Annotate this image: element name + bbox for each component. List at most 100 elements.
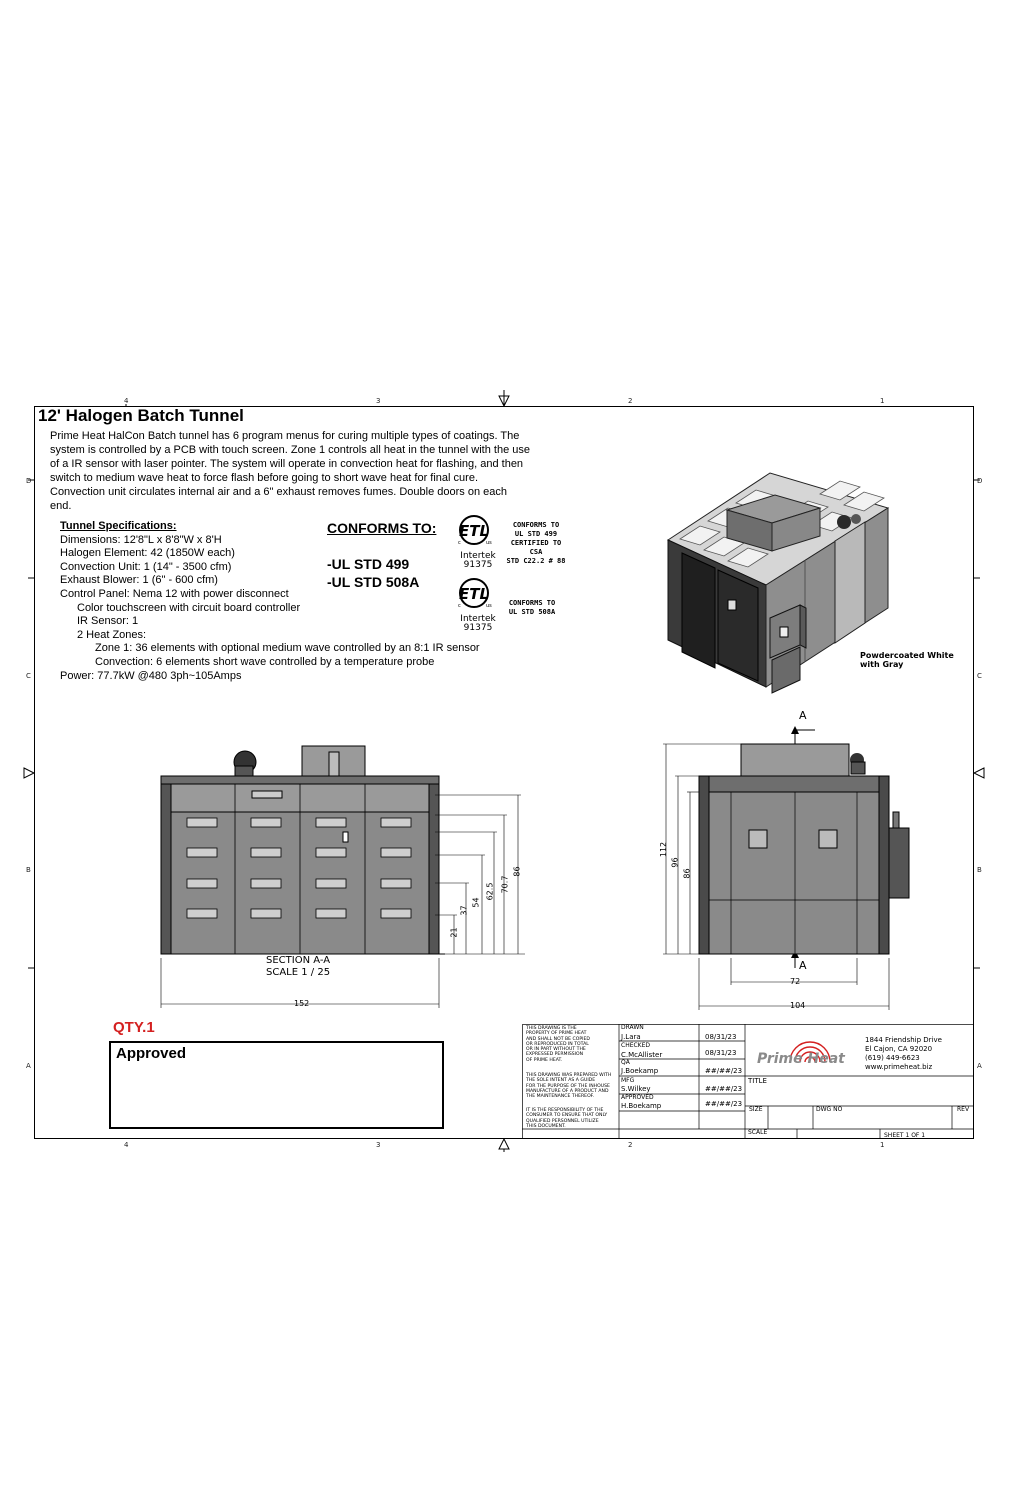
- isometric-tunnel-view: [666, 472, 890, 694]
- company-website: www.primeheat.biz: [865, 1063, 933, 1071]
- etl1-number: 91375: [463, 560, 493, 570]
- zone-col-3-bottom: 3: [376, 1141, 381, 1149]
- notice-line: CONSUMER TO ENSURE THAT ONLY: [526, 1113, 608, 1119]
- zone-col-4: 4: [124, 397, 129, 405]
- zone-col-1-bottom: 1: [880, 1141, 885, 1149]
- etl1-line: CONFORMS TO: [512, 521, 560, 529]
- notice-line: OR REPRODUCED IN TOTAL: [526, 1041, 589, 1047]
- rev-label: REV: [957, 1106, 970, 1113]
- etl2-text: CONFORMS TO UL STD 508A: [502, 599, 562, 617]
- name-approved: H.Boekamp: [621, 1102, 662, 1110]
- specs-heading: Tunnel Specifications:: [60, 520, 177, 532]
- role-approved: APPROVED: [621, 1094, 654, 1101]
- document-title: 12' Halogen Batch Tunnel: [38, 406, 244, 425]
- date-drawn: 08/31/23: [705, 1033, 737, 1041]
- title-block-grid: [522, 1024, 974, 1139]
- dim-72: 72: [790, 977, 801, 986]
- approved-label: Approved: [116, 1045, 187, 1062]
- etl2-number: 91375: [463, 623, 493, 633]
- zone-row-b: B: [26, 866, 31, 874]
- zone-row-c: C: [26, 672, 31, 680]
- zone-col-2: 2: [628, 397, 633, 405]
- notice-line: THE MAINTENANCE THEREOF.: [526, 1094, 595, 1100]
- spec-line: IR Sensor: 1: [77, 615, 139, 628]
- notice-intent: THIS DRAWING WAS PREPARED WITH THE SOLE …: [526, 1073, 611, 1099]
- notice-line: OR IN PART WITHOUT THE: [526, 1047, 586, 1053]
- zone-row-c-right: C: [977, 672, 982, 680]
- notice-line: AND SHALL NOT BE COPIED: [526, 1036, 590, 1042]
- zone-col-1: 1: [880, 397, 885, 405]
- zone-markers: [23, 390, 985, 1152]
- svg-text:us: us: [486, 603, 492, 609]
- notice-line: PROPERTY OF PRIME HEAT: [526, 1031, 587, 1037]
- date-qa: ##/##/23: [705, 1067, 743, 1075]
- role-qa: QA: [621, 1059, 630, 1066]
- section-title: SECTION A-A: [266, 955, 331, 966]
- scale-label: SCALE: [748, 1129, 768, 1136]
- etl2-line: CONFORMS TO: [508, 599, 556, 607]
- spec-line: Halogen Element: 42 (1850W each): [60, 547, 235, 560]
- notice-line: THE SOLE INTENT AS A GUIDE: [526, 1078, 596, 1084]
- date-approved: ##/##/23: [705, 1100, 743, 1108]
- etl-mark-icon: ETL c us: [458, 578, 492, 609]
- section-marker-bottom: A: [799, 959, 807, 972]
- etl1-lab-name: Intertek: [460, 551, 496, 561]
- notice-property: THIS DRAWING IS THE PROPERTY OF PRIME HE…: [526, 1026, 590, 1063]
- spec-line: Dimensions: 12'8"L x 8'8"W x 8'H: [60, 533, 222, 546]
- etl1-line: CERTIFIED TO CSA: [510, 539, 562, 556]
- address-line: El Cajon, CA 92020: [865, 1045, 933, 1053]
- name-checked: C.McAllister: [621, 1051, 663, 1059]
- spec-line: Color touchscreen with circuit board con…: [77, 601, 301, 614]
- dim-86: 86: [512, 866, 522, 877]
- section-marker-top: A: [799, 709, 807, 722]
- side-view: [663, 726, 910, 1010]
- dim-104: 104: [790, 1001, 806, 1010]
- zone-row-d-right: D: [977, 477, 983, 485]
- date-checked: 08/31/23: [705, 1049, 737, 1057]
- etl1-lab: Intertek 91375: [458, 552, 498, 570]
- notice-line: OF PRIME HEAT.: [526, 1057, 563, 1063]
- date-mfg: ##/##/23: [705, 1085, 743, 1093]
- zone-col-2-bottom: 2: [628, 1141, 633, 1149]
- spec-line: Control Panel: Nema 12 with power discon…: [60, 587, 289, 600]
- notice-line: THIS DOCUMENT.: [526, 1123, 566, 1129]
- svg-text:c: c: [458, 540, 461, 546]
- section-scale: SCALE 1 / 25: [266, 967, 331, 978]
- dim-70-7: 70.7: [500, 875, 510, 894]
- address-line: (619) 449-6623: [865, 1054, 920, 1062]
- name-mfg: S.Wilkey: [621, 1085, 651, 1093]
- spec-line: Power: 77.7kW @480 3ph~105Amps: [60, 669, 242, 682]
- finish-note-line: with Gray: [860, 660, 904, 669]
- etl2-line: UL STD 508A: [508, 608, 556, 616]
- notice-line: MANUFACTURE OF A PRODUCT AND: [526, 1088, 609, 1094]
- conforms-heading: CONFORMS TO:: [327, 520, 437, 536]
- svg-text:ETL: ETL: [459, 585, 489, 603]
- company-logo: Prime Heat: [757, 1051, 845, 1067]
- company-address: 1844 Friendship Drive El Cajon, CA 92020…: [865, 1036, 942, 1072]
- role-mfg: MFG: [621, 1077, 635, 1084]
- spec-line: Zone 1: 36 elements with optional medium…: [95, 642, 480, 655]
- etl2-lab: Intertek 91375: [458, 615, 498, 633]
- conforms-std2: -UL STD 508A: [327, 574, 420, 590]
- sheet-label: SHEET 1 OF 1: [884, 1132, 926, 1139]
- zone-row-a: A: [26, 1062, 31, 1070]
- description-paragraph: Prime Heat HalCon Batch tunnel has 6 pro…: [50, 430, 530, 512]
- size-label: SIZE: [749, 1106, 763, 1113]
- role-drawn: DRAWN: [621, 1024, 644, 1031]
- section-view: [160, 745, 525, 1008]
- notice-line: EXPRESSED PERMISSION: [526, 1052, 584, 1058]
- zone-row-a-right: A: [977, 1062, 982, 1070]
- notice-line: IT IS THE RESPONSIBILITY OF THE: [526, 1108, 604, 1113]
- finish-note-line: Powdercoated White: [860, 651, 954, 660]
- etl-mark-icon: ETL c us: [458, 515, 492, 546]
- dwg-no-label: DWG NO: [816, 1106, 843, 1113]
- svg-text:us: us: [486, 540, 492, 546]
- role-checked: CHECKED: [621, 1042, 651, 1049]
- spec-line: 2 Heat Zones:: [77, 628, 147, 641]
- dim-96: 96: [670, 857, 680, 868]
- section-label: SECTION A-A SCALE 1 / 25: [266, 955, 330, 979]
- zone-col-4-bottom: 4: [124, 1141, 129, 1149]
- zone-col-3: 3: [376, 397, 381, 405]
- dim-152: 152: [294, 999, 310, 1008]
- approval-box[interactable]: Approved: [109, 1041, 444, 1129]
